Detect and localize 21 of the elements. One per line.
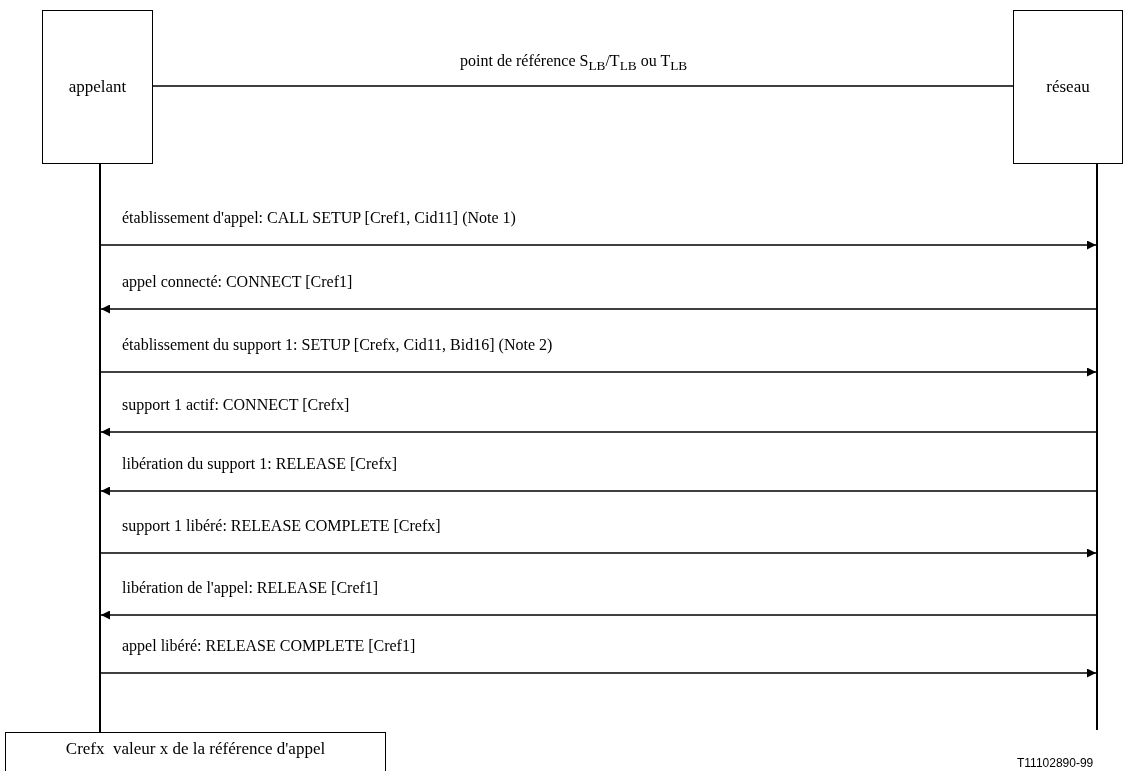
edge-label: support 1 actif: CONNECT [Crefx] (120, 396, 352, 414)
lifeline (99, 164, 101, 732)
participant-box: appelant (42, 10, 153, 164)
connector-line (152, 85, 1014, 87)
message-arrow (100, 240, 1097, 250)
message-arrow (100, 668, 1097, 678)
edge-label: appel connecté: CONNECT [Cref1] (120, 273, 355, 291)
message-arrow (100, 304, 1097, 314)
message-arrow (100, 486, 1097, 496)
edge-label: établissement d'appel: CALL SETUP [Cref1, Cid11] (Note 1) (120, 209, 518, 227)
edge-label: appel libéré: RELEASE COMPLETE [Cref1] (120, 637, 418, 655)
lifeline (1096, 164, 1098, 730)
message-arrow (100, 427, 1097, 437)
participant-box: réseau (1013, 10, 1123, 164)
figure-id: T11102890-99 (1015, 756, 1096, 770)
note-box: Crefx valeur x de la référence d'appel (5, 732, 386, 771)
message-arrow (100, 610, 1097, 620)
message-arrow (100, 367, 1097, 377)
message-arrow (100, 548, 1097, 558)
edge-label: établissement du support 1: SETUP [Crefx, Cid11, Bid16] (Note 2) (120, 336, 555, 354)
edge-label: support 1 libéré: RELEASE COMPLETE [Crefx] (120, 517, 443, 535)
